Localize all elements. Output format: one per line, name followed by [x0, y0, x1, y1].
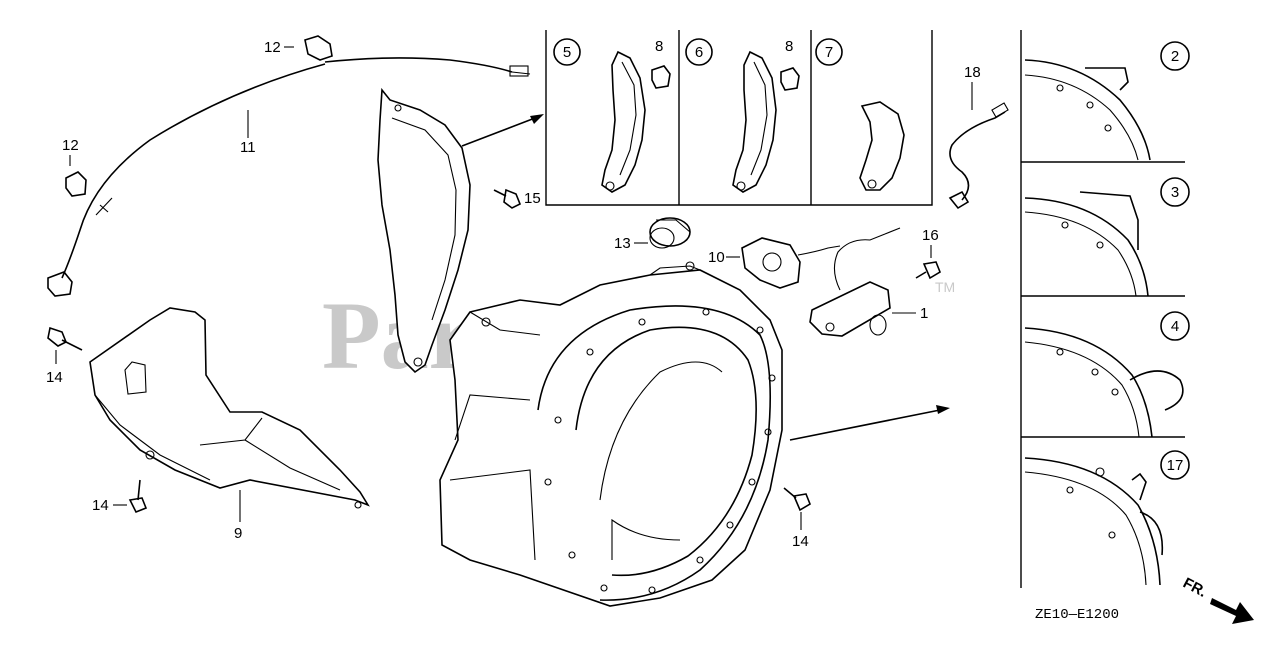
part-label-8a: 8	[655, 38, 663, 55]
variant-number-3: 3	[1171, 184, 1179, 201]
bolt-14-center	[783, 487, 811, 512]
clip-8-a	[651, 65, 671, 89]
part-label-1: 1	[920, 305, 928, 322]
part-label-10: 10	[708, 249, 725, 266]
bolt-15	[493, 188, 522, 209]
clip-8-b	[780, 67, 800, 91]
part-label-14a: 14	[46, 369, 63, 386]
cable-11	[47, 35, 531, 297]
bolt-14-left-upper	[47, 326, 83, 351]
cable-18	[948, 102, 1009, 210]
lower-shroud-9	[89, 307, 370, 509]
watermark-trademark: TM	[935, 279, 955, 295]
part-label-9: 9	[234, 525, 242, 542]
variant-number-5: 5	[563, 44, 571, 61]
variant-number-4: 4	[1171, 318, 1179, 335]
variant-circle-7	[815, 38, 843, 66]
component-1	[809, 227, 901, 337]
variant-circle-5	[553, 38, 581, 66]
shroud-variant-5	[601, 50, 646, 193]
fan-housing	[439, 261, 783, 607]
part-label-13: 13	[614, 235, 631, 252]
front-direction-indicator: FR.	[1180, 575, 1254, 624]
side-shroud	[377, 87, 471, 374]
bolt-16	[915, 261, 941, 280]
switch-10	[741, 237, 841, 289]
part-label-14b: 14	[92, 497, 109, 514]
direction-label: FR.	[1180, 575, 1209, 601]
shroud-variant-6	[732, 50, 777, 193]
diagram-code: ZE10—E1200	[1035, 607, 1119, 623]
part-label-11: 11	[240, 139, 256, 156]
part-label-14c: 14	[792, 533, 809, 550]
part-label-12a: 12	[264, 39, 281, 56]
part-label-16: 16	[922, 227, 939, 244]
part-label-18: 18	[964, 64, 981, 81]
cable-clip-12-side	[65, 171, 87, 197]
variant-column-right: 2 3 4 17	[1020, 30, 1190, 588]
variant-number-7: 7	[825, 44, 833, 61]
part-label-8b: 8	[785, 38, 793, 55]
variant-number-17: 17	[1167, 457, 1184, 474]
variant-number-6: 6	[695, 44, 703, 61]
part-label-15: 15	[524, 190, 541, 207]
variant-number-2: 2	[1171, 48, 1179, 65]
bolt-14-left-lower	[128, 479, 148, 514]
part-label-12b: 12	[62, 137, 79, 154]
shroud-variant-7	[859, 101, 905, 191]
variant-circle-6	[685, 38, 713, 66]
cable-clip-12-top	[304, 35, 333, 61]
variant-box-top: 5 6 7 8 8	[545, 30, 933, 206]
direction-arrow-icon	[1210, 598, 1254, 624]
grommet-13	[649, 217, 691, 249]
